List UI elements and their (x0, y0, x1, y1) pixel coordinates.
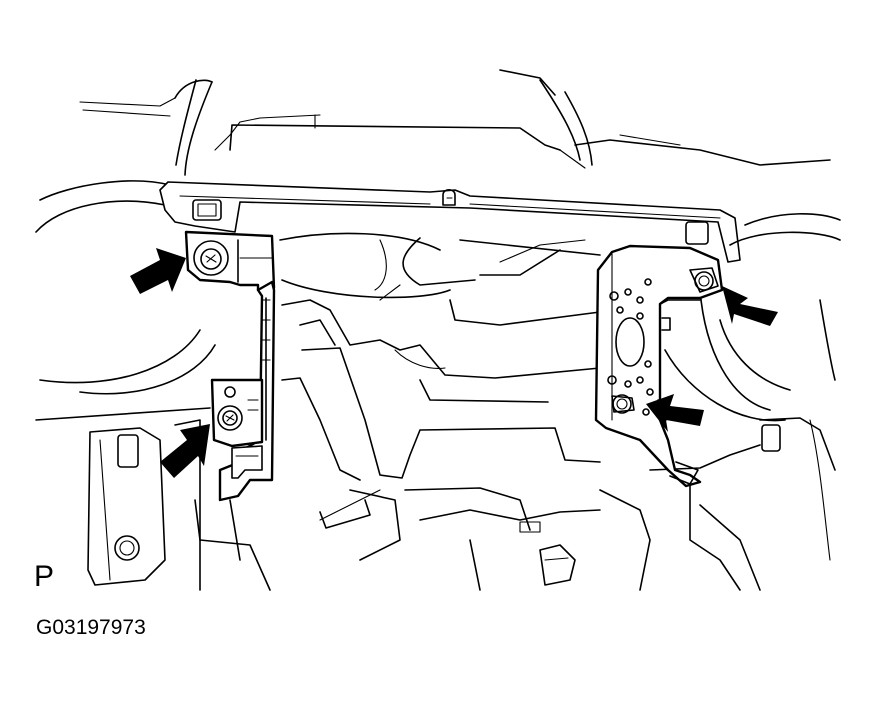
arrow-lower-right-bolt (646, 394, 704, 432)
dashboard-background (35, 69, 831, 421)
steering-column-area (279, 232, 601, 561)
fastener-arrows (130, 248, 778, 478)
right-bracket (594, 244, 724, 488)
left-bracket (184, 230, 276, 502)
arrow-lower-left-bolt (160, 424, 210, 478)
figure-code: G03197973 (36, 616, 146, 639)
arrow-upper-left-bolt (130, 248, 186, 294)
arrow-upper-right-bolt (722, 286, 778, 326)
right-side-panel (664, 213, 841, 591)
view-label: P (34, 560, 55, 593)
dash-cross-member (159, 181, 741, 263)
lower-console (87, 419, 761, 591)
